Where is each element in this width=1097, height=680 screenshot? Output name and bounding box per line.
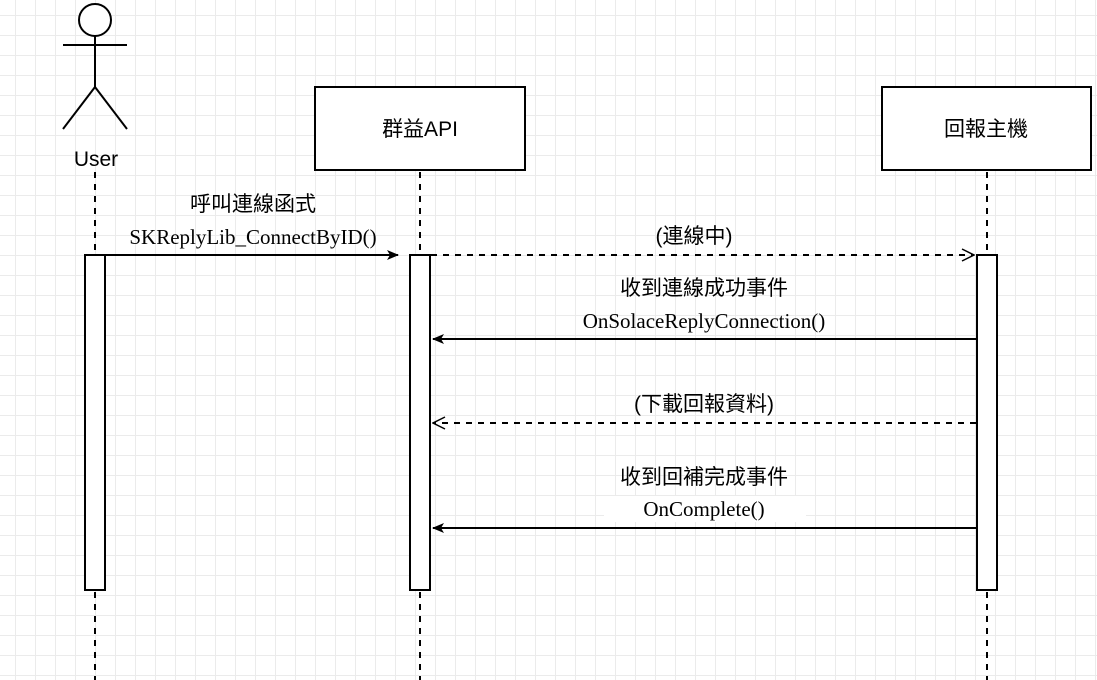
message-connection-success-label-bottom: OnSolaceReplyConnection(): [583, 309, 826, 333]
participant-host-box: [881, 86, 1092, 171]
message-complete-label-bottom: OnComplete(): [643, 497, 764, 521]
message-download-report-label: (下載回報資料): [634, 393, 774, 416]
message-connection-success-label-top: 收到連線成功事件: [620, 277, 788, 300]
participant-api: 群益API: [314, 86, 526, 171]
message-complete: 收到回補完成事件 OnComplete(): [432, 466, 976, 533]
participant-api-box: [314, 86, 526, 171]
message-connect-label-top: 呼叫連線函式: [190, 193, 316, 216]
participant-host: 回報主機: [881, 86, 1092, 171]
message-complete-label-background: [604, 496, 806, 522]
user-actor-label: User: [74, 148, 118, 171]
participant-api-label: 群益API: [382, 118, 458, 141]
message-connect-label-bottom: SKReplyLib_ConnectByID(): [129, 225, 376, 249]
message-connect: 呼叫連線函式 SKReplyLib_ConnectByID(): [105, 193, 399, 260]
participant-host-label: 回報主機: [944, 118, 1028, 141]
host-activation-bar: [976, 254, 998, 591]
message-connecting: (連線中): [431, 225, 974, 255]
message-download-report: (下載回報資料): [433, 393, 976, 423]
message-connection-success: 收到連線成功事件 OnSolaceReplyConnection(): [432, 277, 976, 344]
message-complete-label-top: 收到回補完成事件: [620, 466, 788, 489]
user-activation-bar: [84, 254, 106, 591]
api-activation-bar: [409, 254, 431, 591]
message-connecting-label: (連線中): [656, 225, 733, 248]
user-actor: User: [62, 3, 128, 171]
stick-figure-icon: [62, 3, 128, 130]
